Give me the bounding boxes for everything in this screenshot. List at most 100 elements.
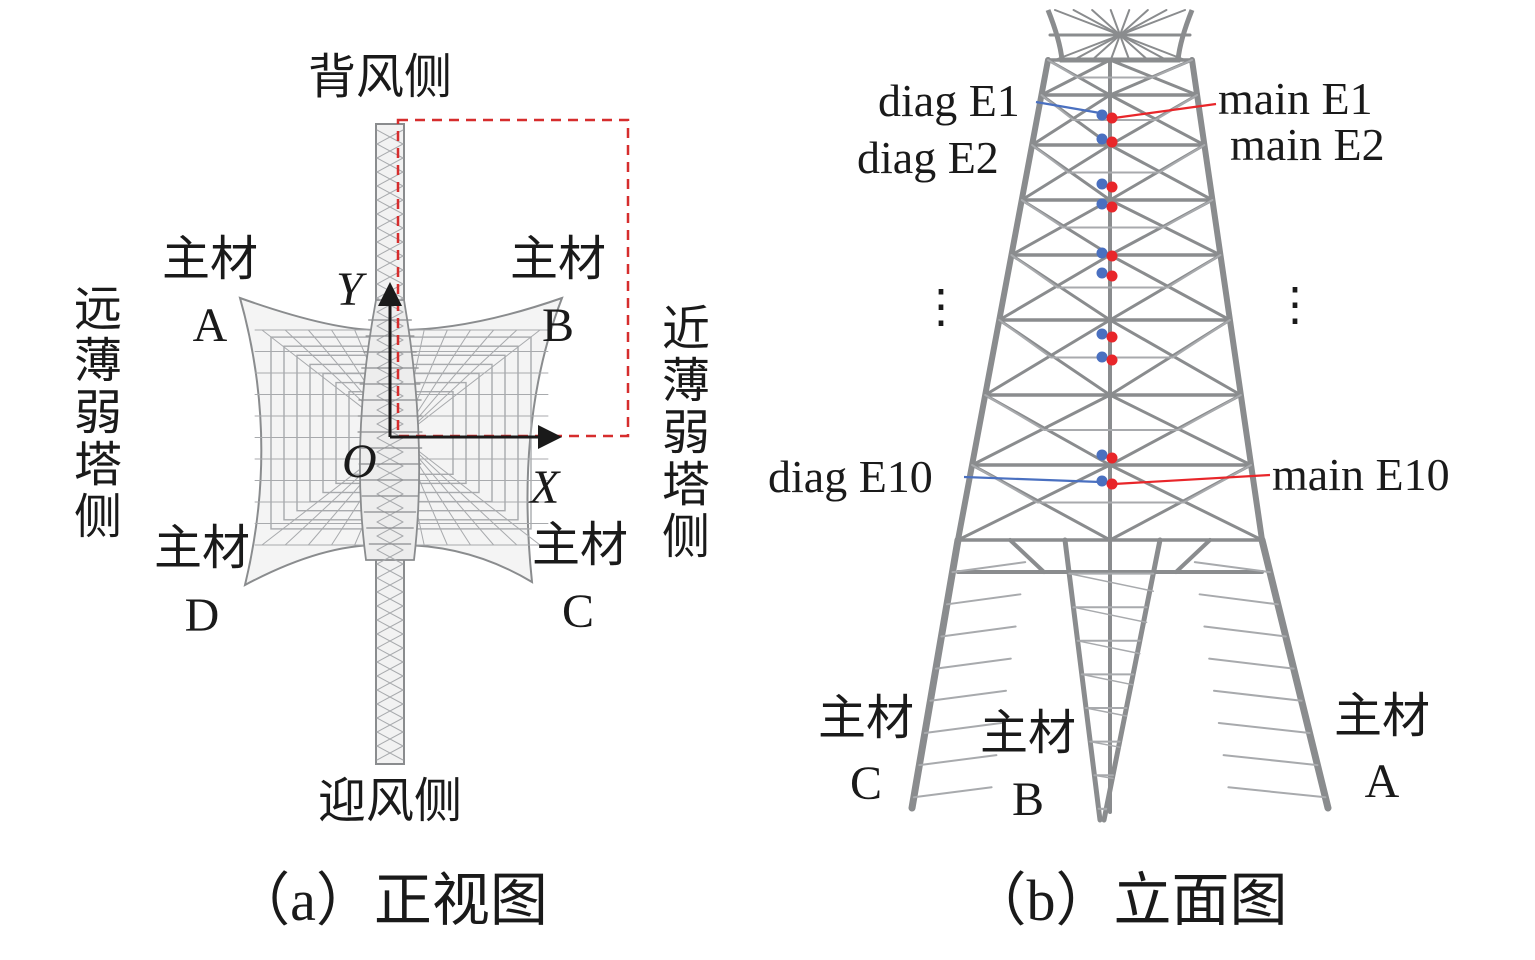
x-axis-arrowhead xyxy=(538,425,562,449)
diag-e1-leader xyxy=(1035,100,1101,115)
elev-member-b-label: 主材 xyxy=(979,707,1077,760)
spine-bracing xyxy=(376,703,404,719)
elev-member-a-label: 主材 xyxy=(1333,690,1431,743)
far-weak-tower-side-label: 远薄弱塔侧 xyxy=(66,283,119,543)
secondary-brace xyxy=(1151,59,1193,79)
member-d-label: 主材 xyxy=(153,522,251,575)
leg-b-right xyxy=(1101,537,1163,823)
leg-lattice xyxy=(1198,593,1279,606)
secondary-brace xyxy=(1171,319,1231,359)
main-point-marker xyxy=(1106,181,1118,193)
leg-lattice xyxy=(934,657,1012,670)
center-leg-lattice xyxy=(1093,774,1114,780)
main-point-marker xyxy=(1106,112,1118,124)
leg-c xyxy=(908,536,962,812)
elev-member-c-label: 主材 xyxy=(817,692,915,745)
diagonal-brace xyxy=(1030,93,1112,147)
windward-side-label: 迎风侧 xyxy=(317,775,463,828)
spine-bracing xyxy=(376,689,404,705)
main-e10-label: main E10 xyxy=(1272,449,1450,500)
secondary-brace xyxy=(1162,199,1214,229)
secondary-brace xyxy=(1154,94,1199,121)
leg-lattice xyxy=(912,786,993,799)
diagonal-brace xyxy=(956,463,1112,542)
spine-bracing xyxy=(376,661,404,677)
axes-and-box xyxy=(378,118,630,449)
main-point-marker xyxy=(1106,270,1118,282)
diagonal-brace xyxy=(1108,393,1253,467)
member-b-letter: B xyxy=(541,299,575,352)
main-point-marker xyxy=(1106,354,1118,366)
member-a-label: 主材 xyxy=(161,233,259,286)
spine-bracing xyxy=(376,619,404,635)
ellipsis-left: ⋮ xyxy=(918,281,964,332)
diag-point-marker xyxy=(1096,267,1108,279)
spine-bracing xyxy=(376,227,404,243)
diag-point-marker xyxy=(1096,449,1108,461)
right-main-leg xyxy=(1189,57,1265,543)
leg-lattice xyxy=(1203,625,1287,638)
diag-point-marker xyxy=(1096,475,1108,487)
elev-member-b-letter: B xyxy=(1011,773,1045,826)
diag-e2-label: diag E2 xyxy=(857,132,999,183)
main-e10-leader xyxy=(1113,473,1271,486)
origin-label: O xyxy=(342,435,377,488)
spine-bracing xyxy=(376,549,404,565)
member-b-label: 主材 xyxy=(509,233,607,286)
elevation-view-tower xyxy=(908,9,1332,823)
spine-bracing xyxy=(376,465,404,481)
center-leg-lattice xyxy=(1081,673,1134,686)
leg-lattice xyxy=(918,754,998,767)
main-e1-label: main E1 xyxy=(1218,73,1373,124)
leg-lattice xyxy=(945,593,1022,606)
spine-bracing xyxy=(376,647,404,663)
center-leg-lattice xyxy=(1072,606,1148,624)
member-d-letter: D xyxy=(184,589,220,642)
spine-bracing xyxy=(376,591,404,607)
leg-a xyxy=(1258,536,1332,812)
spine-bracing xyxy=(376,535,404,551)
y-axis-label: Y xyxy=(336,263,363,316)
elev-member-c-letter: C xyxy=(849,757,883,810)
diag-point-marker xyxy=(1096,198,1108,210)
spine-bracing xyxy=(376,605,404,621)
spine-bracing xyxy=(376,479,404,495)
leg-lattice xyxy=(1208,657,1295,670)
spine-bracing xyxy=(376,675,404,691)
secondary-brace xyxy=(1040,94,1075,121)
leg-lattice xyxy=(1217,721,1311,734)
spine-bracing xyxy=(376,143,404,159)
base-strut xyxy=(1008,538,1046,574)
leg-lattice xyxy=(1227,786,1327,799)
elev-member-a-letter: A xyxy=(1364,755,1400,808)
spine-bracing xyxy=(376,157,404,173)
main-point-marker xyxy=(1106,478,1118,490)
secondary-brace xyxy=(1047,59,1079,79)
diagonal-brace xyxy=(1108,318,1243,397)
x-axis-label: X xyxy=(530,461,560,514)
leg-lattice xyxy=(1193,561,1271,574)
secondary-brace xyxy=(1031,144,1070,174)
main-point-marker xyxy=(1106,331,1118,343)
secondary-brace xyxy=(998,319,1053,359)
left-main-leg xyxy=(955,57,1051,543)
main-point-marker xyxy=(1106,136,1118,148)
leg-lattice xyxy=(940,625,1017,638)
plan-view-tower xyxy=(238,123,564,765)
leg-lattice xyxy=(923,721,1003,734)
spine-bracing xyxy=(376,507,404,523)
spine-bracing xyxy=(376,633,404,649)
diag-point-marker xyxy=(1096,328,1108,340)
leeward-side-label: 背风侧 xyxy=(307,51,453,104)
spine-bracing xyxy=(376,437,404,453)
secondary-brace xyxy=(1158,144,1206,174)
spine-bracing xyxy=(376,745,404,761)
center-leg-lattice xyxy=(1076,640,1141,655)
diag-point-marker xyxy=(1096,109,1108,121)
main-point-marker xyxy=(1106,452,1118,464)
diag-point-marker xyxy=(1096,247,1108,259)
secondary-brace xyxy=(971,464,1039,504)
base-strut xyxy=(1174,538,1212,574)
ellipsis-right: ⋮ xyxy=(1272,279,1318,330)
